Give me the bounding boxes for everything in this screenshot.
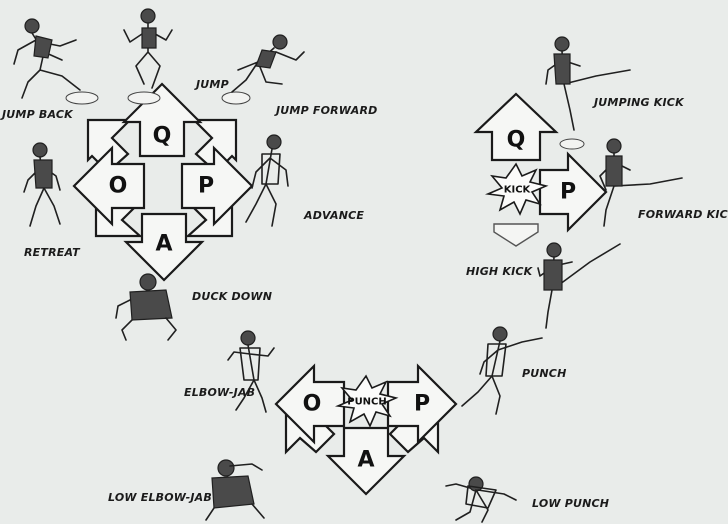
punch-label: PUNCH bbox=[522, 367, 566, 380]
duck-down-label: DUCK DOWN bbox=[192, 290, 272, 303]
high-kick-figure bbox=[538, 243, 620, 328]
movement-pad: Q O P A bbox=[74, 84, 252, 280]
kick-burst-label: KICK bbox=[504, 185, 532, 196]
kick-key-p-label: P bbox=[560, 180, 576, 205]
kick-pad: Q P KICK bbox=[476, 94, 606, 246]
low-elbow-jab-figure bbox=[206, 460, 264, 520]
forward-kick-label: FORWARD KICK bbox=[638, 208, 728, 221]
jump-back-label: JUMP BACK bbox=[2, 108, 73, 121]
jumping-kick-label: JUMPING KICK bbox=[594, 96, 684, 109]
key-a-label: A bbox=[155, 232, 172, 257]
elbow-jab-figure bbox=[228, 331, 274, 412]
kick-key-q-label: Q bbox=[507, 128, 526, 153]
punch-key-p-label: P bbox=[414, 392, 430, 417]
retreat-label: RETREAT bbox=[24, 246, 80, 259]
punch-pad: O P A PUNCH bbox=[276, 366, 456, 494]
key-q-label: Q bbox=[153, 124, 172, 149]
advance-label: ADVANCE bbox=[304, 209, 364, 222]
duck-down-figure bbox=[116, 274, 176, 340]
low-punch-figure bbox=[446, 477, 516, 522]
low-punch-label: LOW PUNCH bbox=[532, 497, 609, 510]
high-kick-label: HIGH KICK bbox=[466, 265, 532, 278]
low-elbow-jab-label: LOW ELBOW-JAB bbox=[108, 491, 212, 504]
advance-figure bbox=[246, 135, 288, 226]
retreat-figure bbox=[24, 143, 60, 226]
punch-burst-label: PUNCH bbox=[347, 397, 387, 408]
key-p-right-arrow[interactable] bbox=[182, 148, 252, 224]
elbow-jab-label: ELBOW-JAB bbox=[184, 386, 255, 399]
jumping-kick-figure bbox=[546, 37, 630, 149]
jump-label: JUMP bbox=[196, 78, 229, 91]
kick-down-chevron bbox=[494, 224, 538, 246]
punch-key-o-label: O bbox=[303, 392, 322, 417]
jump-forward-figure bbox=[222, 35, 304, 104]
punch-key-a-label: A bbox=[357, 448, 374, 473]
jump-back-figure bbox=[14, 19, 98, 104]
key-p-label: P bbox=[198, 174, 214, 199]
key-o-label: O bbox=[109, 174, 128, 199]
jump-forward-label: JUMP FORWARD bbox=[276, 104, 377, 117]
